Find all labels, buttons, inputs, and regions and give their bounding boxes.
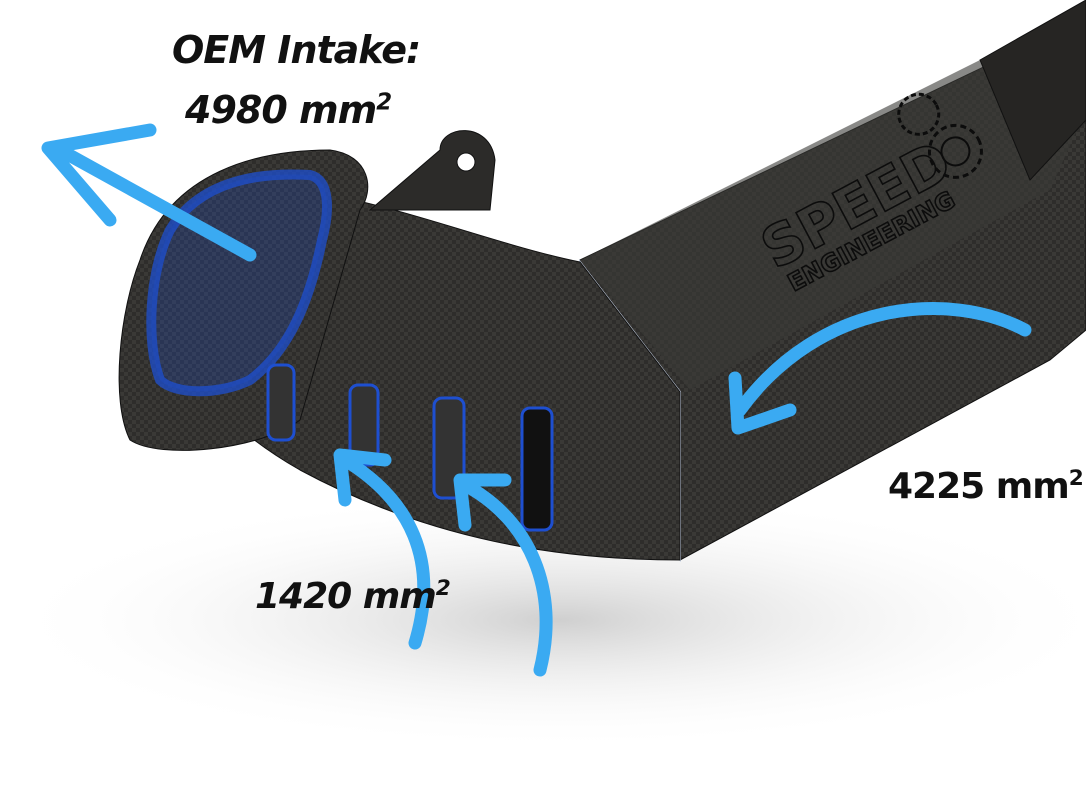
oem-intake-area: 4980 mm2 [185, 88, 392, 132]
squared-superscript: 2 [376, 89, 392, 116]
side-vents [266, 363, 554, 532]
vent-inflow-arrow-2 [453, 473, 553, 677]
oem-area-value: 4980 mm [185, 88, 377, 132]
squared-superscript: 2 [1068, 466, 1084, 491]
vent-inflow-arrow-1 [333, 448, 431, 650]
duct-area-value: 4225 mm [888, 466, 1070, 507]
mounting-bracket [368, 130, 496, 211]
duct-coupler [979, 0, 1086, 181]
bracket-hole [456, 152, 476, 172]
oem-flange [118, 149, 369, 451]
duct-area: 4225 mm2 [888, 466, 1084, 507]
squared-superscript: 2 [435, 576, 451, 601]
oem-intake-title: OEM Intake: [172, 28, 421, 72]
outflow-arrow [41, 123, 257, 262]
duct-inflow-arrow [728, 302, 1032, 435]
side-vents-area-value: 1420 mm [255, 576, 437, 617]
duct-top-face [580, 20, 1086, 390]
side-vents-area: 1420 mm2 [255, 576, 451, 617]
